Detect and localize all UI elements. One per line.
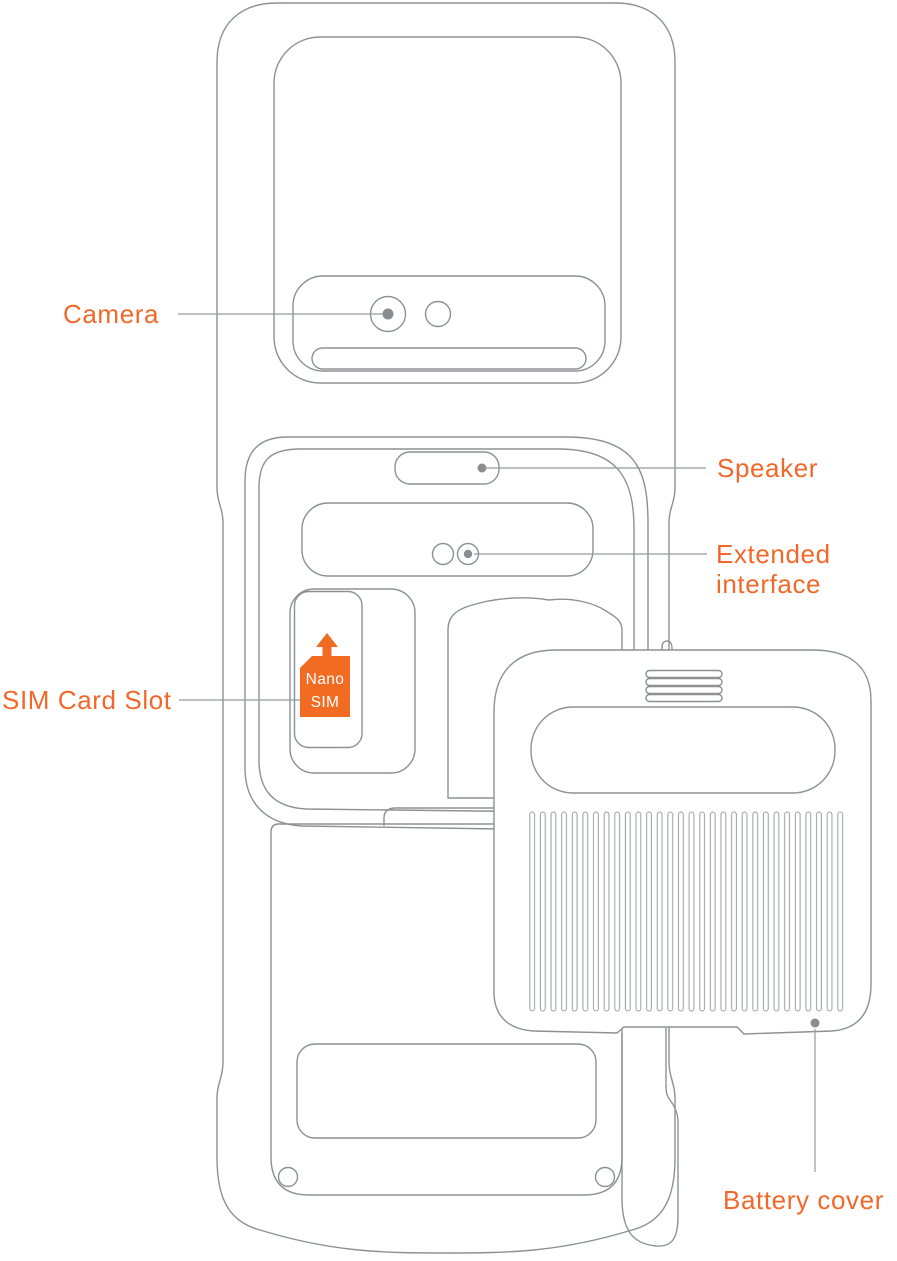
sim-slot — [293, 590, 363, 749]
extended-interface-panel — [301, 502, 594, 577]
speaker-leader-dot — [477, 463, 487, 473]
sim-card-text-line1: Nano — [306, 671, 345, 688]
sim-insert-arrow-icon — [316, 633, 338, 658]
cover-grip-slot — [645, 693, 723, 703]
camera-panel — [292, 275, 606, 372]
camera-label: Camera — [63, 299, 159, 329]
cover-ribs — [527, 811, 845, 1012]
nano-sim-card-group: Nano SIM — [300, 633, 350, 717]
extended-interface-label-line1: Extended — [716, 539, 831, 569]
sim-card-slot-label: SIM Card Slot — [2, 685, 172, 715]
flash-led — [424, 300, 452, 328]
speaker-label: Speaker — [717, 453, 818, 483]
latch-keeper — [661, 640, 673, 652]
sim-card-text-line2: SIM — [311, 694, 340, 711]
battery-cover-leader-dot — [810, 1018, 820, 1028]
extended-interface-label-line2: interface — [716, 569, 821, 599]
extended-interface-port-pin — [463, 549, 473, 559]
device-outline — [216, 2, 676, 1254]
device-body — [216, 2, 676, 1254]
cover-grip-slot — [645, 677, 723, 687]
camera-bar — [311, 347, 587, 370]
camera-leader-dot — [383, 309, 393, 319]
battery-cover — [493, 649, 872, 1247]
cover-grip-slots — [645, 669, 723, 703]
screw-right — [594, 1166, 616, 1188]
cover-latch-tab — [621, 1028, 679, 1247]
cover-grip-slot — [645, 685, 723, 695]
screw-left — [277, 1166, 299, 1188]
bottom-recess — [296, 1043, 597, 1139]
cover-grip-slot — [645, 669, 723, 679]
battery-well — [447, 597, 623, 799]
sim-card — [300, 656, 350, 717]
extended-interface-port-left — [431, 542, 455, 566]
cover-window — [530, 706, 836, 794]
sim-area — [289, 588, 416, 774]
battery-cover-label: Battery cover — [723, 1185, 884, 1215]
battery-well-ledge — [383, 807, 530, 826]
callouts: Camera Speaker Extended interface SIM Ca… — [2, 299, 884, 1215]
top-panel — [273, 36, 622, 384]
